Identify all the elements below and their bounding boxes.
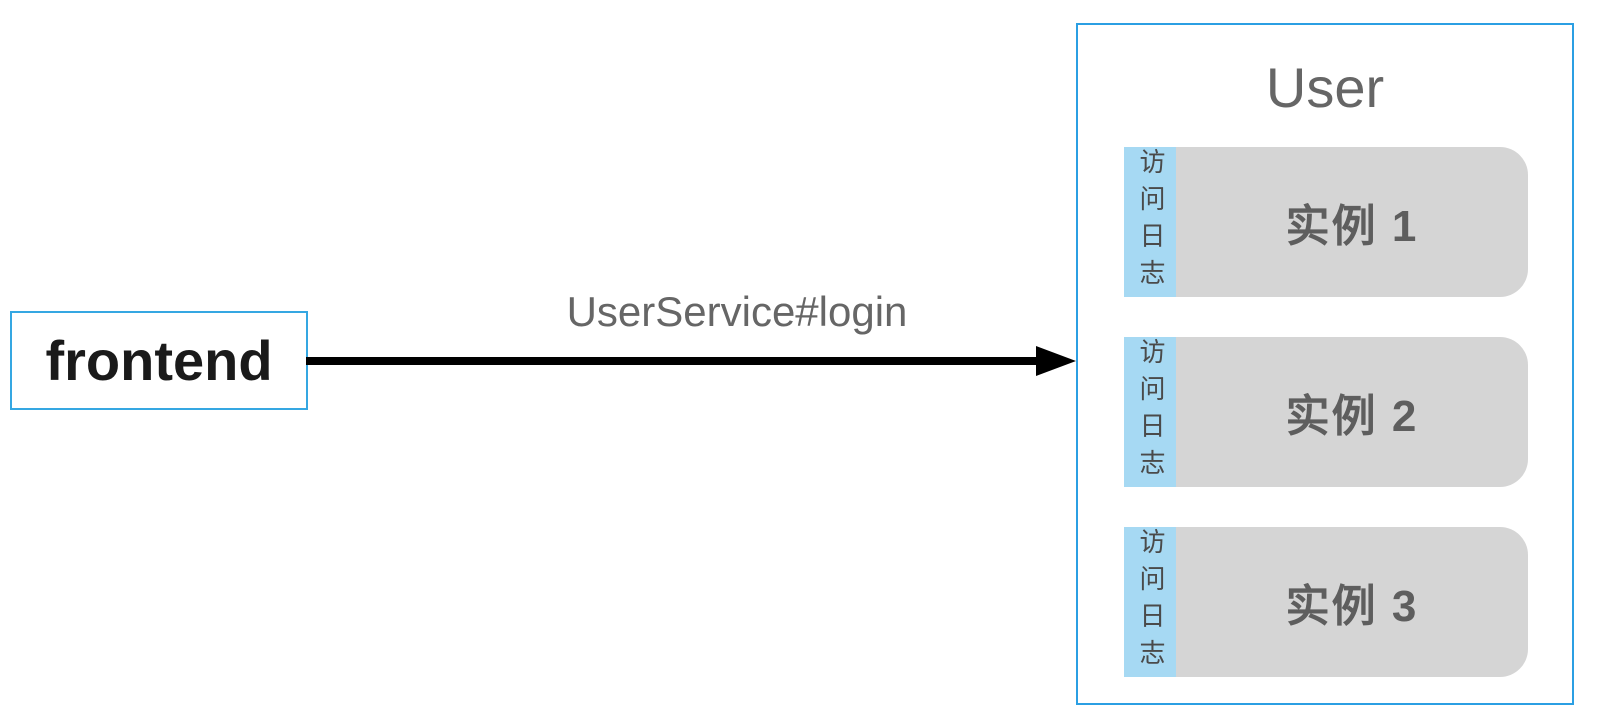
user-group-title: User: [1265, 56, 1385, 119]
instance-body-3: 实例 3: [1176, 527, 1528, 677]
instance-label-2: 实例 2: [1285, 392, 1419, 441]
instance-body-2: 实例 2: [1176, 337, 1528, 487]
access-log-strip-1: 访问日志: [1124, 147, 1176, 297]
instance-row-2: 访问日志 实例 2: [1124, 337, 1528, 487]
instance-label-1: 实例 1: [1285, 202, 1419, 251]
frontend-node-label: frontend: [45, 329, 273, 392]
frontend-node: frontend: [10, 311, 308, 410]
call-arrow-line: [306, 357, 1037, 365]
access-log-label-1: 访问日志: [1135, 148, 1165, 296]
instance-body-1: 实例 1: [1176, 147, 1528, 297]
access-log-strip-3: 访问日志: [1124, 527, 1176, 677]
arrow-head-icon: [1036, 346, 1076, 376]
access-log-label-2: 访问日志: [1135, 338, 1165, 486]
instance-row-3: 访问日志 实例 3: [1124, 527, 1528, 677]
user-group-container: User 访问日志 实例 1 访问日志 实例 2 访问日志 实例 3: [1076, 23, 1574, 705]
access-log-label-3: 访问日志: [1135, 528, 1165, 676]
instance-label-3: 实例 3: [1285, 582, 1419, 631]
access-log-strip-2: 访问日志: [1124, 337, 1176, 487]
call-arrow-label: UserService#login: [566, 288, 908, 335]
instance-row-1: 访问日志 实例 1: [1124, 147, 1528, 297]
